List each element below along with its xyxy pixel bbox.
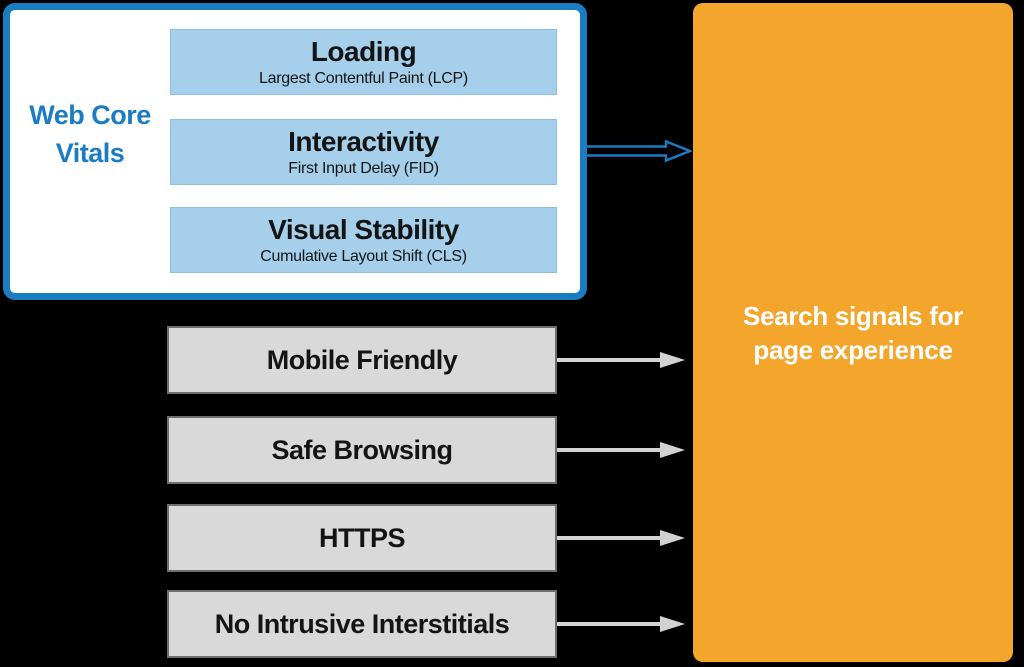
vital-title: Visual Stability <box>268 213 459 245</box>
signal-label: Mobile Friendly <box>266 344 458 375</box>
signal-box-safe-browsing: Safe Browsing <box>167 416 557 484</box>
signal-label: No Intrusive Interstitials <box>214 608 510 639</box>
signal-box-mobile-friendly: Mobile Friendly <box>167 326 557 394</box>
web-core-vitals-card: Web Core Vitals Loading Largest Contentf… <box>3 3 587 300</box>
signal-box-no-intrusive-interstitials: No Intrusive Interstitials <box>167 590 557 658</box>
vital-subtitle: Largest Contentful Paint (LCP) <box>259 69 468 87</box>
arrow-right-icon <box>557 616 685 632</box>
search-signals-label: Search signals for page experience <box>742 300 964 365</box>
vital-subtitle: Cumulative Layout Shift (CLS) <box>260 247 467 265</box>
vital-box-loading: Loading Largest Contentful Paint (LCP) <box>170 29 557 95</box>
vital-title: Interactivity <box>288 125 439 157</box>
arrow-right-icon <box>557 352 685 368</box>
web-core-vitals-title: Web Core Vitals <box>29 100 151 168</box>
vital-box-visual-stability: Visual Stability Cumulative Layout Shift… <box>170 207 557 273</box>
arrow-right-icon <box>557 530 685 546</box>
arrow-right-icon <box>584 139 692 163</box>
signal-label: HTTPS <box>318 522 406 553</box>
search-signals-panel: Search signals for page experience <box>693 3 1013 662</box>
arrow-right-icon <box>557 442 685 458</box>
vital-box-interactivity: Interactivity First Input Delay (FID) <box>170 119 557 185</box>
vital-title: Loading <box>310 35 417 67</box>
vital-subtitle: First Input Delay (FID) <box>288 159 439 177</box>
signal-box-https: HTTPS <box>167 504 557 572</box>
signal-label: Safe Browsing <box>271 434 453 465</box>
